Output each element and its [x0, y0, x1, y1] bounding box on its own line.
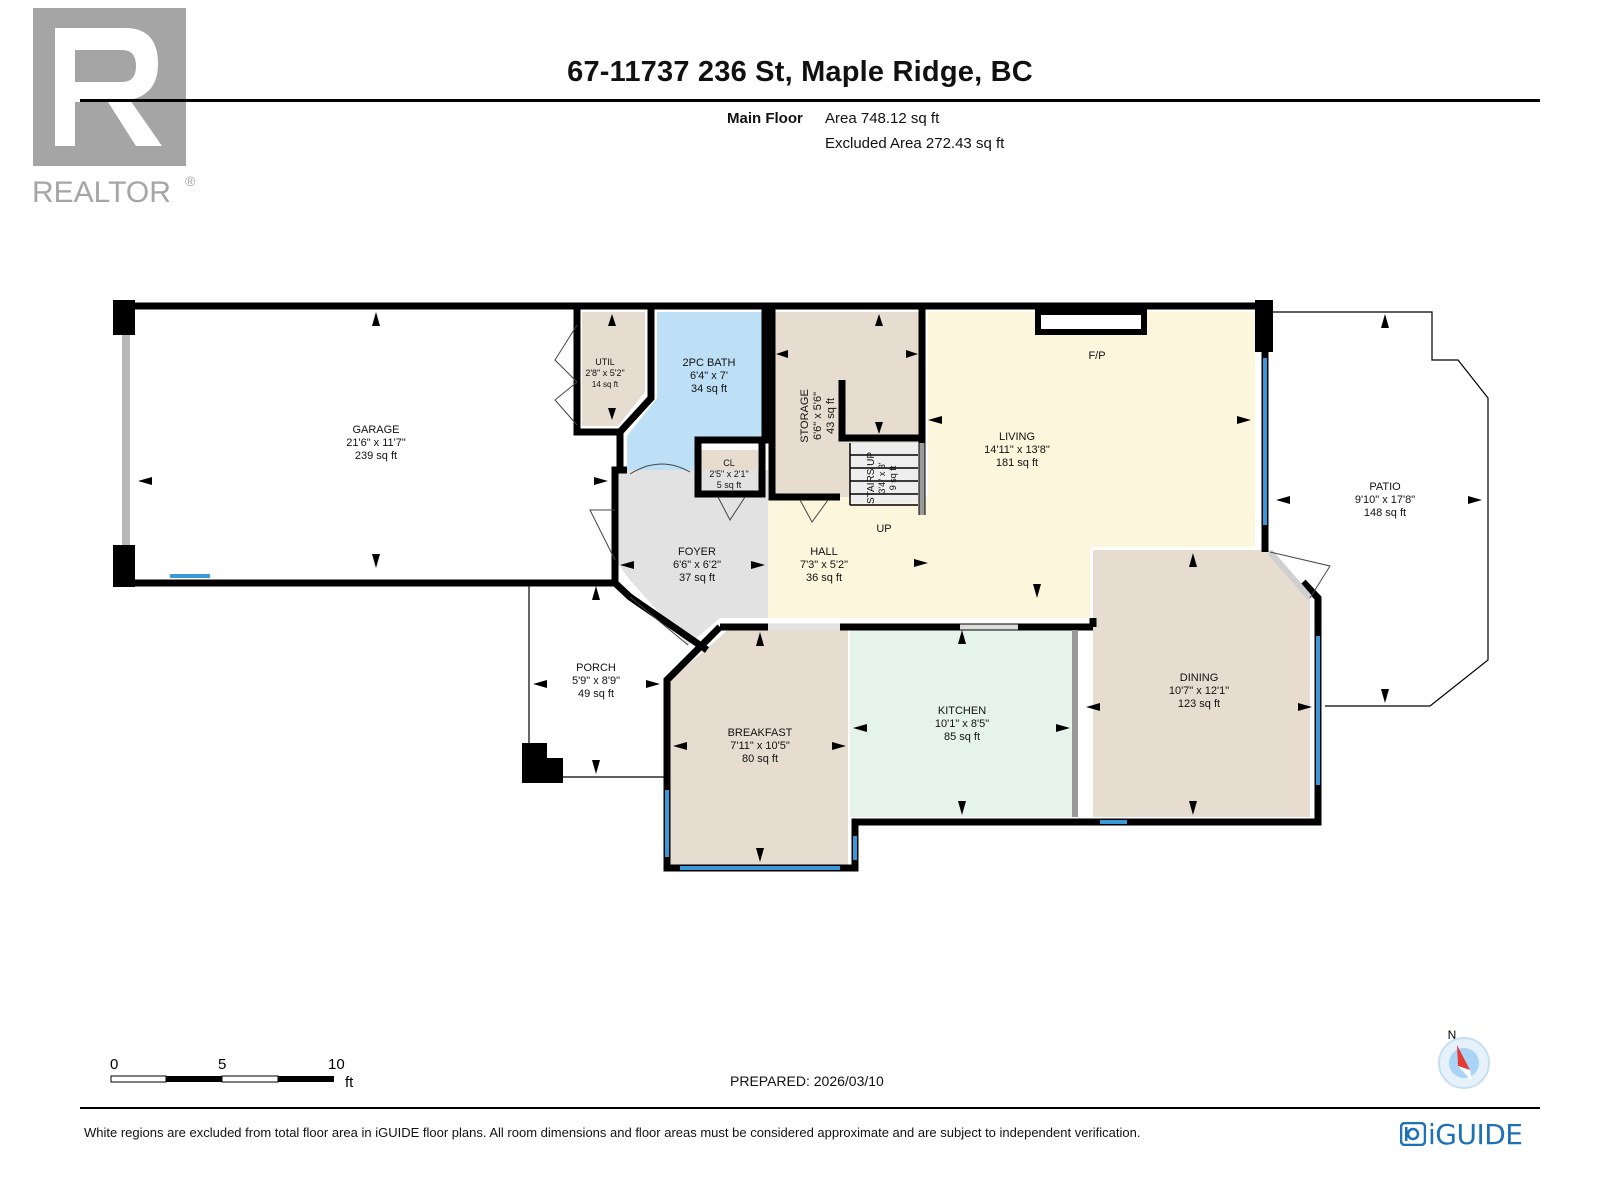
patio-area: 148 sq ft: [1364, 507, 1406, 519]
breakfast-fill: [667, 628, 848, 868]
scale-bar: 0 5 10 ft: [110, 1056, 354, 1091]
stairs-up-label: UP: [876, 523, 891, 535]
scale-unit: ft: [345, 1074, 354, 1091]
bath-area: 34 sq ft: [691, 383, 727, 395]
patio-door: [1267, 550, 1313, 600]
iguide-brand: iGUIDE: [1428, 1118, 1523, 1151]
wall-block: [1255, 300, 1273, 352]
realtor-logo: REALTOR ®: [32, 8, 196, 208]
fireplace-label: F/P: [1088, 350, 1105, 362]
breakfast-area: 80 sq ft: [742, 753, 778, 765]
storage-name: STORAGE: [799, 389, 811, 443]
bath-dims: 6'4" x 7': [690, 370, 728, 382]
excluded-area: Excluded Area 272.43 sq ft: [825, 135, 1005, 152]
breakfast-dims: 7'11" x 10'5": [730, 740, 790, 752]
bath-name: 2PC BATH: [683, 357, 736, 369]
storage-dims: 6'6" x 5'6": [812, 392, 824, 440]
foyer-area: 37 sq ft: [679, 572, 715, 584]
living-area: 181 sq ft: [996, 457, 1038, 469]
stairs-name: STAIRS UP: [866, 452, 877, 504]
living-hall-fill: [768, 312, 1255, 618]
dining-fill: [1093, 550, 1310, 817]
stairs-area: 9 sq ft: [888, 465, 898, 490]
storage-area: 43 sq ft: [825, 398, 837, 434]
stair-treads: [849, 443, 918, 506]
kitchen-dims: 10'1" x 8'5": [935, 718, 989, 730]
disclaimer-text: White regions are excluded from total fl…: [84, 1125, 1141, 1140]
dining-dims: 10'7" x 12'1": [1169, 685, 1229, 697]
windows: [170, 358, 1320, 870]
porch-name: PORCH: [576, 662, 616, 674]
scale-tick-0: 0: [110, 1056, 118, 1073]
room-labels: GARAGE 21'6" x 11'7" 239 sq ft UTIL 2'8"…: [346, 350, 1415, 765]
floor-area: Area 748.12 sq ft: [825, 110, 940, 127]
foyer-dims: 6'6" x 6'2": [673, 559, 721, 571]
registered-mark: ®: [185, 173, 196, 189]
bath-fill: [627, 312, 762, 470]
living-name: LIVING: [999, 431, 1035, 443]
dining-name: DINING: [1180, 672, 1219, 684]
garage-area: 239 sq ft: [355, 450, 397, 462]
util-fill: [582, 312, 645, 426]
hall-name: HALL: [810, 546, 838, 558]
patio-outline: [1273, 311, 1489, 707]
stairs-fill: [850, 443, 922, 503]
stairs-dims: 3'4" x 3': [877, 462, 887, 493]
realtor-wordmark: REALTOR: [32, 176, 171, 208]
porch-dims: 5'9" x 8'9": [572, 675, 620, 687]
foyer-fill: [615, 470, 768, 645]
room-fills: [582, 312, 1310, 868]
porch-area: 49 sq ft: [578, 688, 614, 700]
closet-name: CL: [723, 458, 735, 468]
patio-name: PATIO: [1369, 481, 1401, 493]
util-name: UTIL: [595, 357, 615, 367]
wall-block: [113, 545, 135, 587]
prepared-date: PREPARED: 2026/03/10: [730, 1073, 884, 1089]
garage-name: GARAGE: [352, 424, 399, 436]
dimension-arrows: [138, 312, 1482, 862]
wall-block: [113, 300, 135, 335]
property-address-title: 67-11737 236 St, Maple Ridge, BC: [567, 56, 1033, 88]
util-dims: 2'8" x 5'2": [585, 368, 624, 378]
compass-north: N: [1448, 1028, 1457, 1042]
wall-block: [522, 743, 547, 783]
patio-dims: 9'10" x 17'8": [1355, 494, 1415, 506]
kitchen-area: 85 sq ft: [944, 731, 980, 743]
closet-area: 5 sq ft: [717, 480, 742, 490]
iguide-logo-icon: [1400, 1122, 1426, 1146]
fireplace: [1035, 309, 1147, 335]
wall-block: [547, 758, 563, 783]
door-swings: [554, 324, 1331, 646]
garage-dims: 21'6" x 11'7": [346, 437, 406, 449]
hall-area: 36 sq ft: [806, 572, 842, 584]
floor-name: Main Floor: [727, 110, 803, 127]
dining-area: 123 sq ft: [1178, 698, 1220, 710]
foyer-name: FOYER: [678, 546, 716, 558]
breakfast-name: BREAKFAST: [728, 727, 793, 739]
closet-dims: 2'5" x 2'1": [709, 469, 748, 479]
header-rule: [80, 99, 1540, 102]
util-area: 14 sq ft: [592, 380, 619, 389]
living-dims: 14'11" x 13'8": [984, 444, 1050, 456]
scale-tick-5: 5: [218, 1056, 226, 1073]
compass-icon: N: [1438, 1028, 1490, 1089]
scale-tick-10: 10: [328, 1056, 345, 1073]
kitchen-fill: [850, 626, 1075, 817]
hall-dims: 7'3" x 5'2": [800, 559, 848, 571]
kitchen-name: KITCHEN: [938, 705, 986, 717]
footer-rule: [80, 1107, 1540, 1109]
